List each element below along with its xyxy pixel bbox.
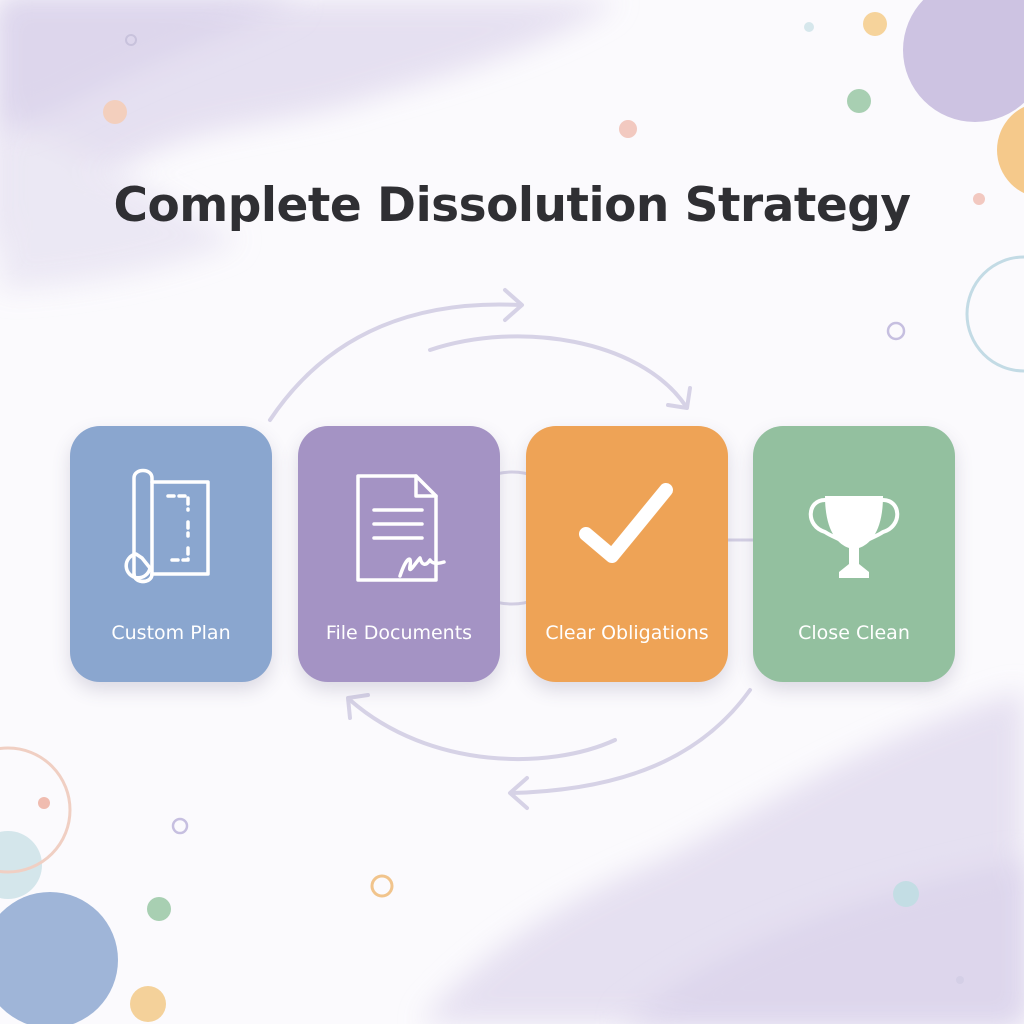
arrowhead-top-outer: [503, 288, 524, 322]
dot-ring-left: [171, 817, 189, 835]
dot-yellow: [863, 12, 887, 36]
step-label-file-documents: File Documents: [325, 622, 473, 644]
signed-document-icon: [356, 474, 446, 582]
dot-teal: [804, 22, 814, 32]
dot-ring-orange: [370, 874, 394, 898]
step-label-close-clean: Close Clean: [798, 622, 910, 644]
bottom-right-watercolor-wash: [420, 690, 1024, 1024]
dot-green-bottom: [147, 897, 171, 921]
dot-tiny-bottom: [956, 976, 964, 984]
decorative-dots: [38, 12, 985, 984]
dot-pink-right: [973, 193, 985, 205]
decorative-rings: [0, 255, 1024, 874]
dot-ring-lavender: [886, 321, 906, 341]
arrow-top-outer: [268, 302, 522, 422]
arrowhead-bottom-outer: [508, 776, 529, 810]
ring-bottom-left: [0, 746, 72, 874]
dot-peach: [103, 100, 127, 124]
step-card-custom-plan: Custom Plan: [70, 426, 272, 682]
trophy-icon: [808, 496, 900, 578]
arrowhead-top-inner: [666, 386, 692, 410]
step-card-file-documents: File Documents: [298, 426, 500, 682]
bottom-left-blue-blob: [0, 892, 118, 1024]
blueprint-icon: [124, 468, 210, 584]
step-label-custom-plan: Custom Plan: [111, 622, 231, 644]
arrow-top-inner: [428, 334, 687, 407]
top-right-purple-blob: [903, 0, 1024, 122]
bottom-left-yellow-dot: [130, 986, 166, 1022]
dot-green: [847, 89, 871, 113]
dot-pink: [619, 120, 637, 138]
diagram-title: Complete Dissolution Strategy: [113, 178, 911, 233]
step-label-clear-obligations: Clear Obligations: [545, 622, 709, 644]
step-card-clear-obligations: Clear Obligations: [526, 426, 728, 682]
right-yellow-blob: [997, 106, 1024, 194]
dot-salmon-left: [38, 797, 50, 809]
arrowhead-bottom-inner: [346, 693, 370, 720]
dot-ring-small: [125, 34, 137, 46]
arrow-bottom-inner: [348, 698, 617, 762]
step-card-close-clean: Close Clean: [753, 426, 955, 682]
arrow-bottom-outer: [510, 688, 752, 795]
ring-right: [965, 255, 1024, 373]
dot-teal-bottom: [893, 881, 919, 907]
checkmark-icon: [579, 483, 673, 563]
top-left-watercolor-wash: [0, 0, 620, 290]
bottom-left-teal-blob: [0, 831, 42, 899]
